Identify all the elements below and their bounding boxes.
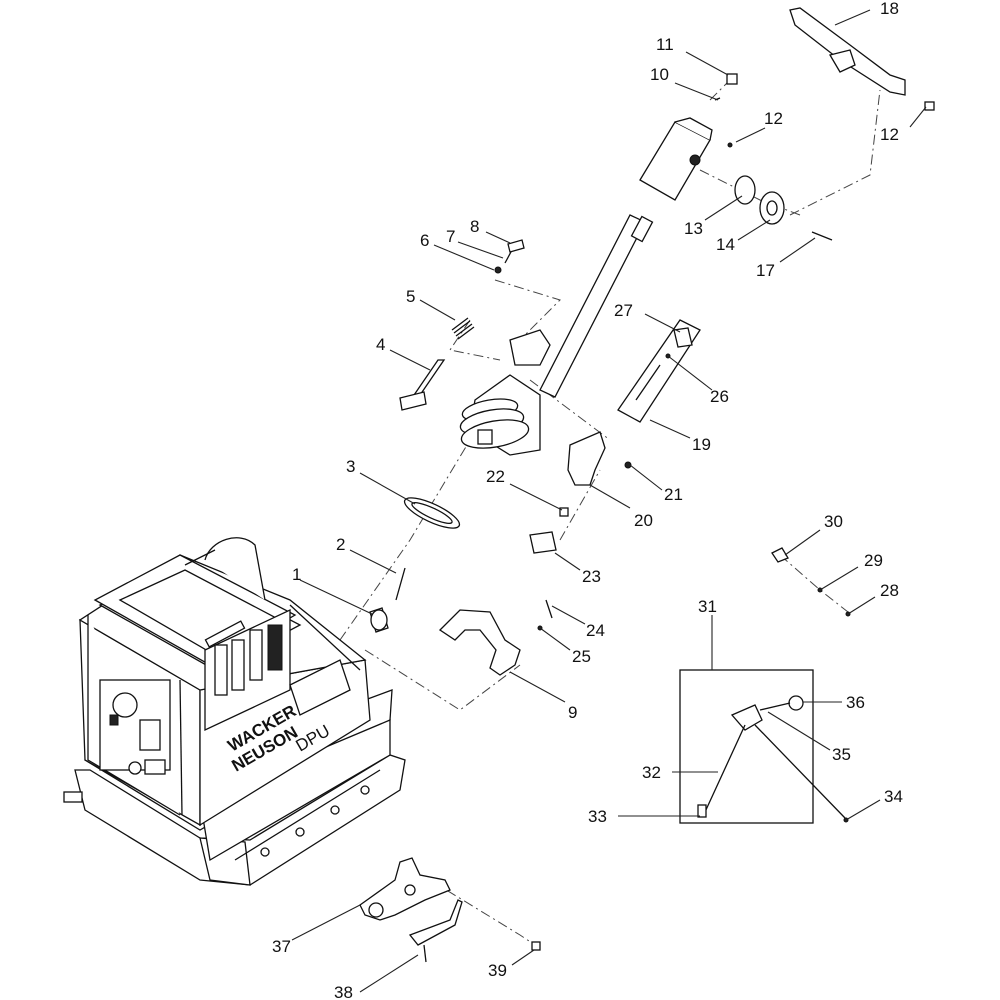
callout-14: 14 [716,235,735,254]
callout-20: 20 [634,511,653,530]
callout-35: 35 [832,745,851,764]
callout-3: 3 [346,457,355,476]
callout-26: 26 [710,387,729,406]
part-24-25-bolt [537,599,553,631]
part-2-bolt [395,567,406,601]
part-17-bolt [811,231,833,241]
callout-22: 22 [486,467,505,486]
leader-lines [291,9,927,993]
callout-labels: 1 2 3 4 5 6 7 8 9 10 11 12 12 13 14 17 1… [272,0,903,1000]
callout-17: 17 [756,261,775,280]
assembly-dash-lines [339,79,881,946]
callout-19: 19 [692,435,711,454]
callout-12b: 12 [880,125,899,144]
callout-31: 31 [698,597,717,616]
callout-11: 11 [656,35,674,54]
callout-37: 37 [272,937,291,956]
callout-29: 29 [864,551,883,570]
callout-32: 32 [642,763,661,782]
part-10-11-nut [714,73,738,101]
handle-shaft [459,117,713,456]
callout-34: 34 [884,787,903,806]
callout-39: 39 [488,961,507,980]
part-19-26-27-lever [617,319,701,423]
part-9-bracket [438,609,521,676]
part-21-screw [624,461,632,469]
callout-21: 21 [664,485,683,504]
callout-24: 24 [586,621,605,640]
callout-28: 28 [880,581,899,600]
part-3-gasket [403,497,461,529]
part-4-pin [399,359,446,411]
callout-1: 1 [292,565,301,584]
callout-12a: 12 [764,109,783,128]
callout-5: 5 [406,287,415,306]
callout-7: 7 [446,227,455,246]
callout-4: 4 [376,335,385,354]
callout-18: 18 [880,0,899,18]
callout-2: 2 [336,535,345,554]
callout-25: 25 [572,647,591,666]
part-22-pin [559,507,569,517]
callout-27: 27 [614,301,633,320]
callout-10: 10 [650,65,669,84]
callout-33: 33 [588,807,607,826]
callout-38: 38 [334,983,353,1000]
part-1-bushing [369,607,389,633]
callout-36: 36 [846,693,865,712]
callout-9: 9 [568,703,577,722]
part-5-spring [451,317,475,340]
assembly-31-box [679,615,849,824]
callout-30: 30 [824,512,843,531]
callout-23: 23 [582,567,601,586]
compactor-machine: WACKER NEUSON DPU [63,537,406,886]
part-23-bushing [529,531,557,554]
base-plate [74,754,406,886]
callout-13: 13 [684,219,703,238]
callout-6: 6 [420,231,429,250]
callout-8: 8 [470,217,479,236]
part-37-38-39 [359,857,541,963]
part-20-bracket [567,431,606,486]
part-18-handle [789,7,906,96]
part-6-7-8-bolt [494,239,525,274]
part-12-screw [727,101,935,148]
